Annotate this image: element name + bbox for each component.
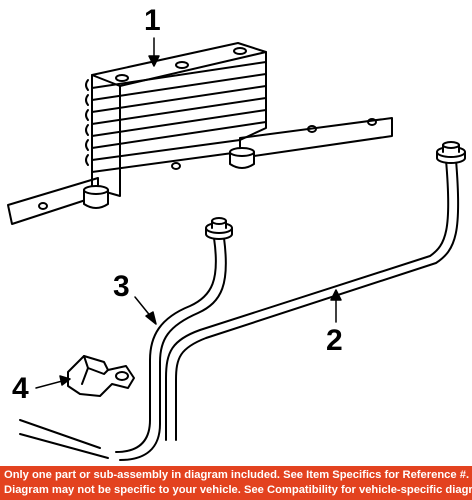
disclaimer-line-1: Only one part or sub-assembly in diagram… [4,469,470,481]
line-fitting [205,217,233,240]
mounting-bracket [7,117,393,225]
cooler-line-short [19,217,233,461]
cooler-fitting [229,147,255,169]
leader-lines [35,37,342,389]
callout-2: 2 [326,324,343,357]
leader-4-arrow [59,375,71,386]
cooler-fitting [83,185,109,209]
cooler-line-long [165,141,466,441]
oil-cooler [7,42,393,225]
leader-2-arrow [330,289,342,301]
parts-diagram [7,37,466,461]
line-fitting [436,141,466,164]
callout-3: 3 [113,270,130,303]
disclaimer-banner: Only one part or sub-assembly in diagram… [0,466,472,500]
callout-1: 1 [144,4,161,37]
disclaimer-line-2: Diagram may not be specific to your vehi… [4,484,472,496]
leader-3-arrow [145,311,157,325]
leader-1-arrow [148,55,160,67]
line-clip [67,355,135,397]
callout-4: 4 [12,372,29,405]
